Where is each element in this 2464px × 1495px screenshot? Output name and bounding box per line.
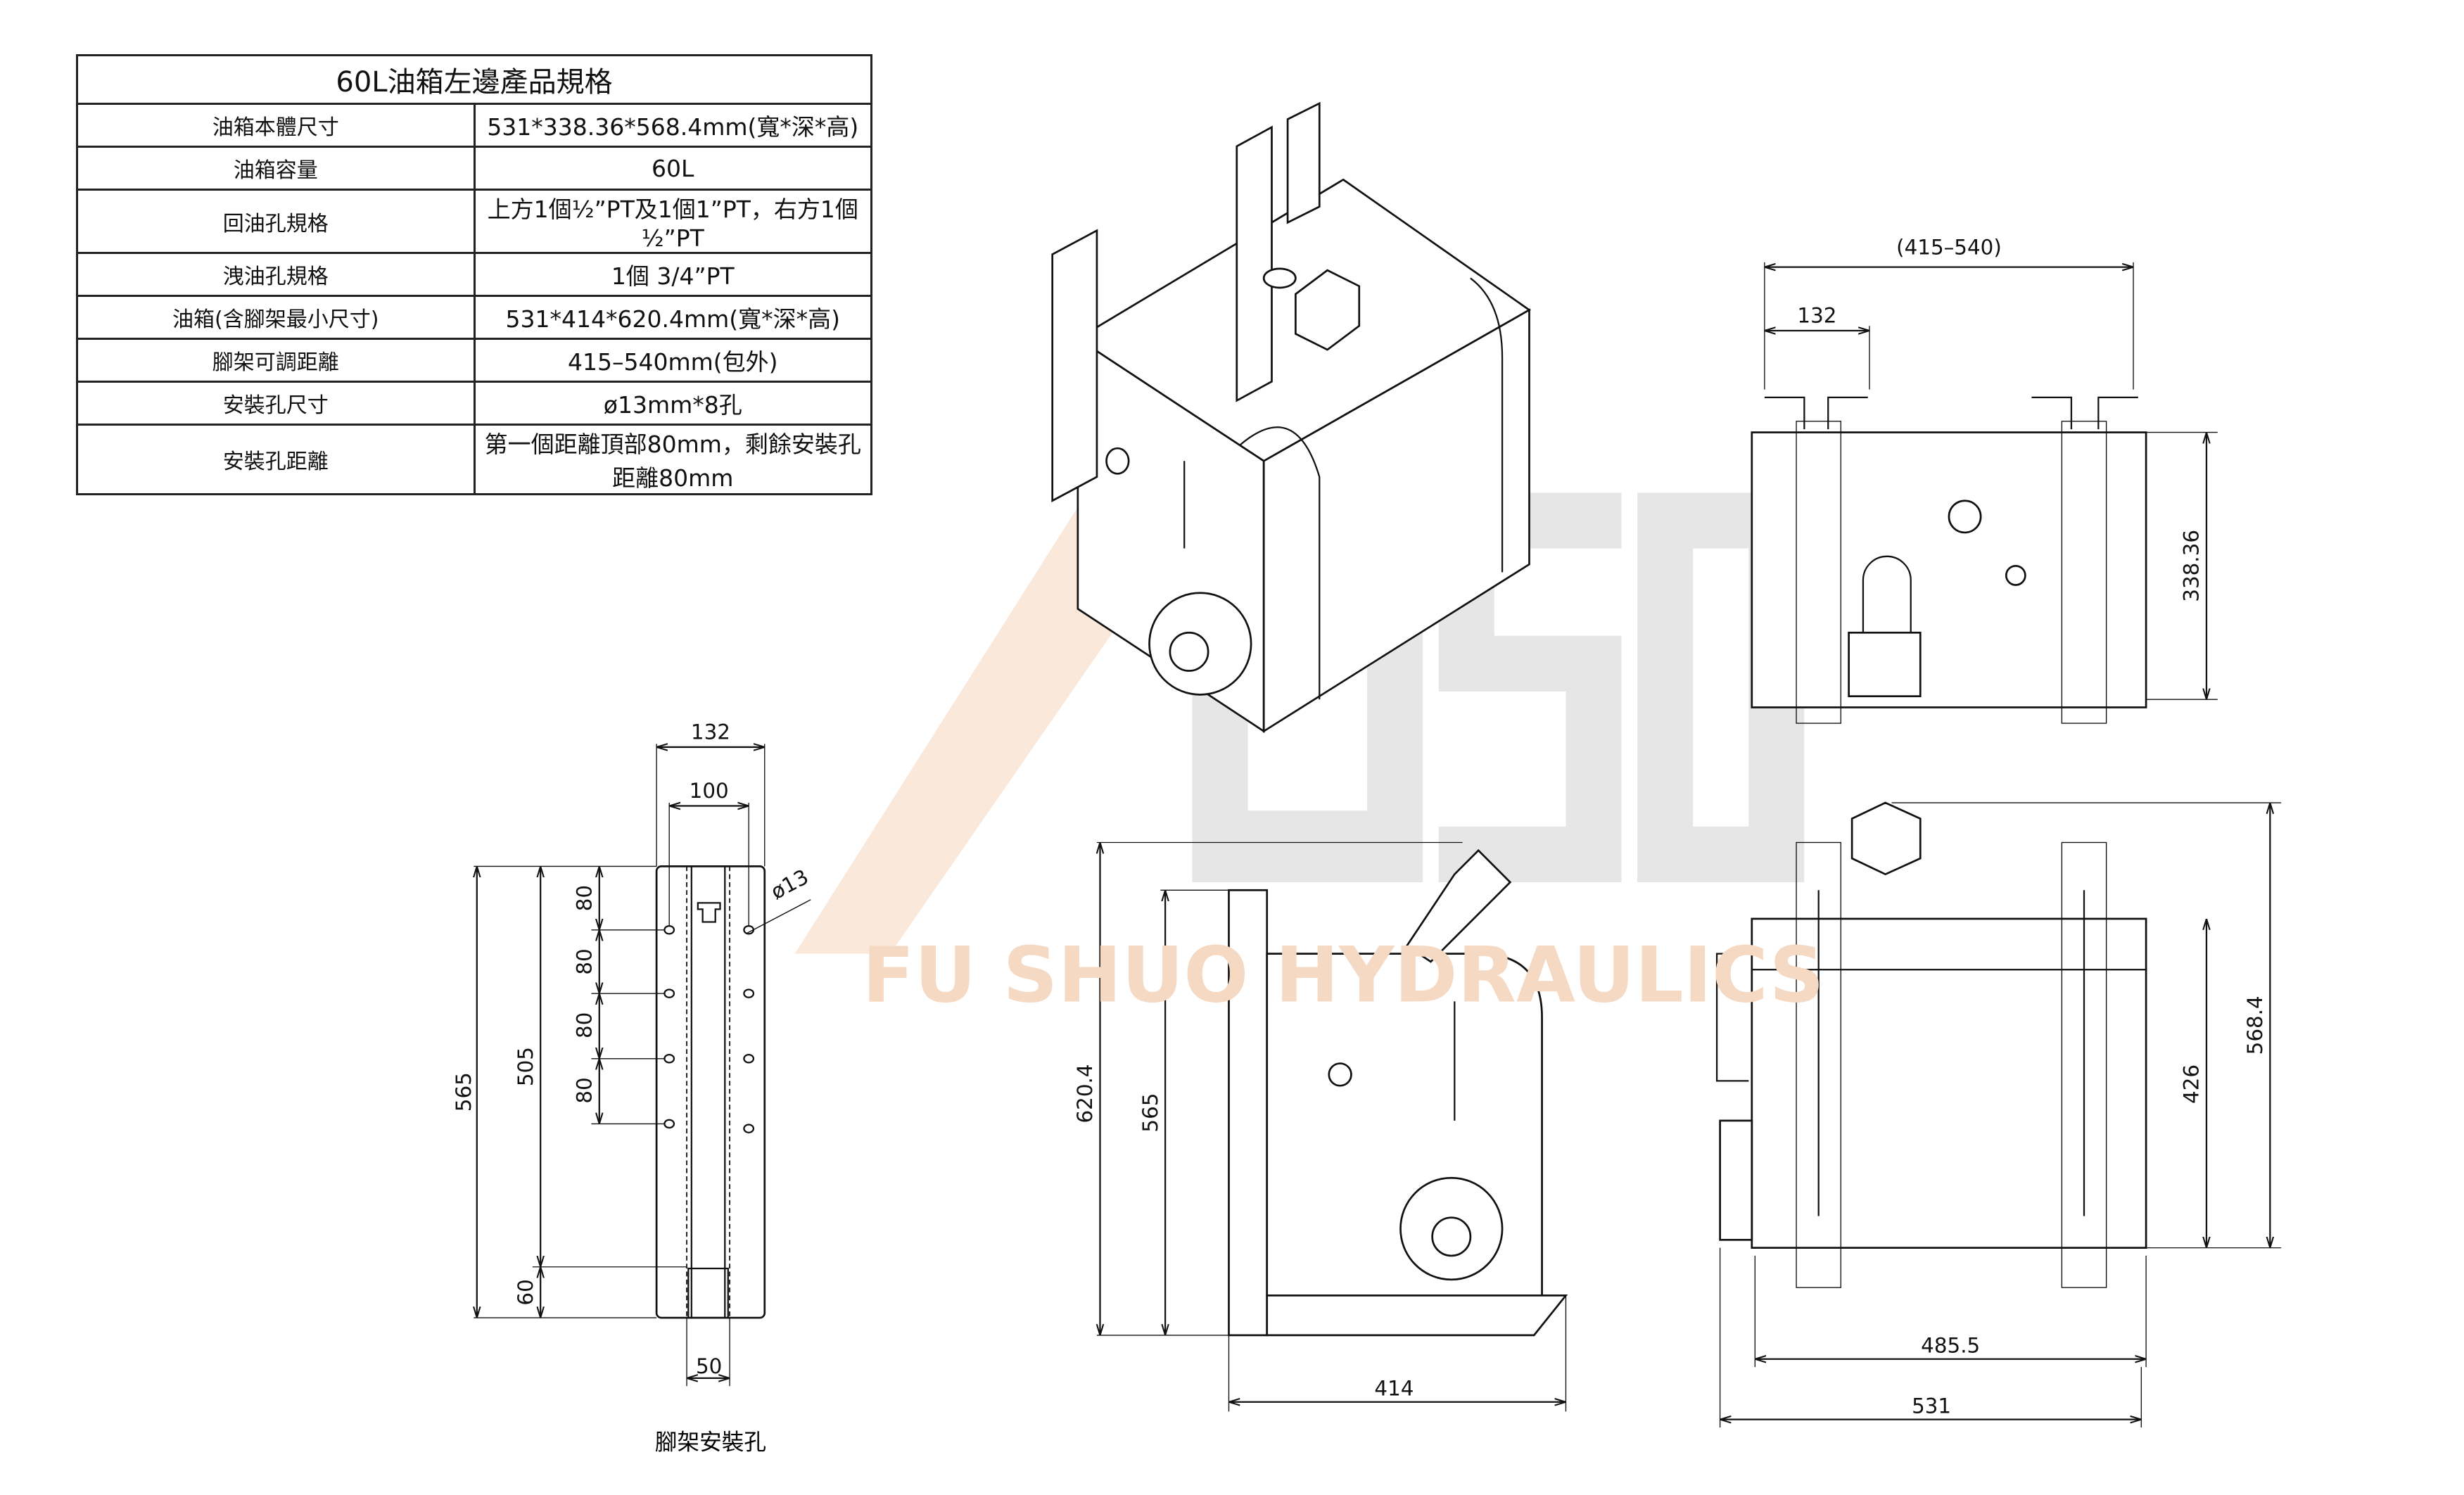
dim-hole-spacing: 100	[690, 779, 729, 803]
isometric-view	[1051, 101, 1532, 733]
bracket-caption: 腳架安裝孔	[655, 1430, 766, 1456]
row-label: 油箱本體尺寸	[76, 103, 476, 148]
dim-pitch-4: 80	[572, 1077, 596, 1103]
row-value: 上方1個½”PT及1個1”PT，右方1個½”PT	[473, 189, 872, 254]
table-row: 油箱(含腳架最小尺寸)531*414*620.4mm(寬*深*高)	[76, 295, 872, 340]
dim-pitch-2: 80	[572, 948, 596, 974]
dim-upper-height: 505	[514, 1047, 538, 1086]
dim-total-height: 565	[452, 1072, 476, 1112]
dim-adjust-range: (415–540)	[1896, 236, 2002, 260]
row-label: 油箱(含腳架最小尺寸)	[76, 295, 476, 340]
row-value: 60L	[473, 146, 872, 191]
row-value: ø13mm*8孔	[473, 381, 872, 426]
row-label: 油箱容量	[76, 146, 476, 191]
dim-body-height: 426	[2180, 1064, 2204, 1104]
row-label: 回油孔規格	[76, 189, 476, 254]
dim-bracket-width: 132	[1797, 304, 1836, 328]
dim-channel: 50	[696, 1354, 722, 1378]
table-row: 安裝孔距離第一個距離頂部80mm，剩餘安裝孔距離80mm	[76, 424, 872, 495]
watermark-text: FU SHUO HYDRAULICS	[863, 930, 1824, 1019]
dim-total-height: 620.4	[1073, 1064, 1097, 1123]
top-view: (415–540) 132 338.36	[1751, 236, 2218, 724]
bracket-view: 132 100 ø13 565 505 60 80 80 80 80 50 腳架…	[452, 720, 813, 1456]
dim-total-height: 568.4	[2243, 995, 2267, 1055]
row-label: 安裝孔尺寸	[76, 381, 476, 426]
dim-pitch-3: 80	[572, 1012, 596, 1038]
row-label: 洩油孔規格	[76, 252, 476, 297]
dim-body-height: 565	[1138, 1093, 1162, 1133]
dim-width: 531	[1912, 1394, 1951, 1418]
dim-pitch-1: 80	[572, 885, 596, 911]
row-label: 腳架可調距離	[76, 338, 476, 383]
dim-bottom: 60	[514, 1279, 538, 1305]
dim-inner-width: 485.5	[1921, 1334, 1980, 1358]
spec-table-title: 60L油箱左邊產品規格	[76, 54, 872, 105]
row-value: 1個 3/4”PT	[473, 252, 872, 297]
table-row: 回油孔規格上方1個½”PT及1個1”PT，右方1個½”PT	[76, 189, 872, 254]
front-view: 568.4 426 485.5 531	[1715, 801, 2282, 1427]
dim-depth: 338.36	[2180, 530, 2204, 602]
dim-depth: 414	[1374, 1377, 1414, 1401]
side-view: 620.4 565 414	[1073, 841, 1568, 1412]
row-value: 第一個距離頂部80mm，剩餘安裝孔距離80mm	[473, 424, 872, 495]
row-value: 531*414*620.4mm(寬*深*高)	[473, 295, 872, 340]
dim-hole-dia: ø13	[767, 865, 813, 904]
row-value: 415–540mm(包外)	[473, 338, 872, 383]
dim-width-outer: 132	[691, 720, 730, 744]
row-value: 531*338.36*568.4mm(寬*深*高)	[473, 103, 872, 148]
row-label: 安裝孔距離	[76, 424, 476, 495]
